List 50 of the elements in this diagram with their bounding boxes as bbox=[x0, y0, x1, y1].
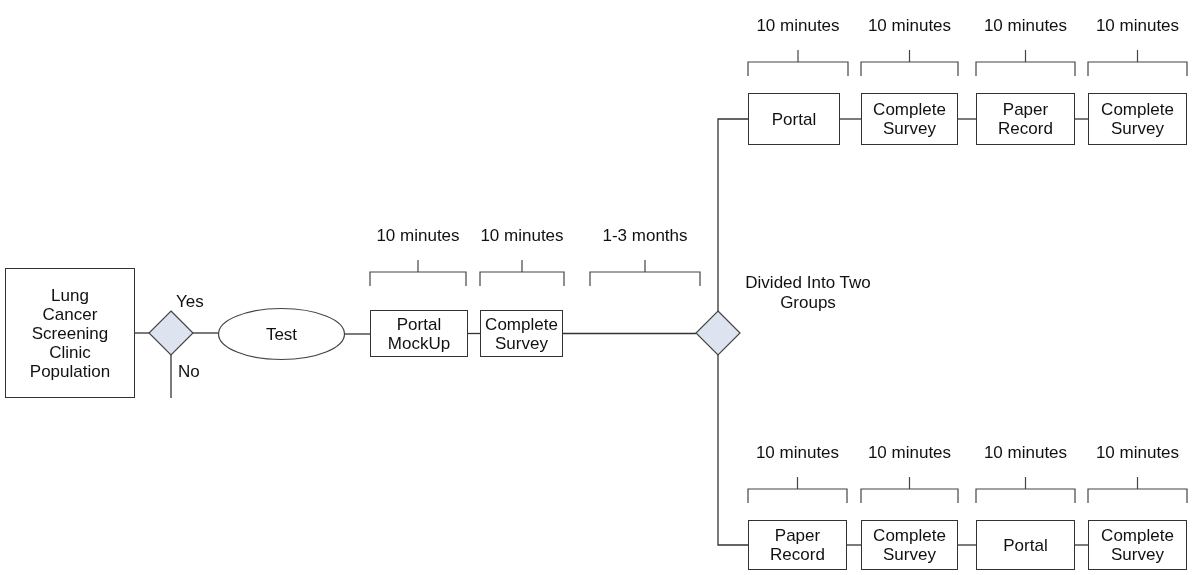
node-text: Portal MockUp bbox=[386, 314, 452, 353]
duration-label: 10 minutes bbox=[983, 443, 1068, 463]
node-text: Paper Record bbox=[769, 526, 826, 564]
connector-line bbox=[562, 332, 697, 335]
process-box bbox=[748, 93, 840, 145]
duration-label: 10 minutes bbox=[756, 16, 840, 36]
connector-line bbox=[192, 332, 219, 334]
node-text: Complete Survey bbox=[872, 526, 947, 564]
connector-line bbox=[170, 354, 172, 399]
connector-line bbox=[957, 544, 977, 546]
process-box bbox=[5, 268, 135, 398]
connector-line bbox=[344, 333, 371, 335]
connector-line bbox=[717, 354, 749, 546]
process-box bbox=[976, 520, 1075, 570]
duration-label: 10 minutes bbox=[376, 226, 460, 246]
duration-label: 10 minutes bbox=[1095, 443, 1180, 463]
duration-label: 10 minutes bbox=[867, 443, 952, 463]
duration-label: 10 minutes bbox=[1095, 16, 1180, 36]
node-text: Portal bbox=[770, 109, 818, 129]
process-box bbox=[1088, 93, 1187, 145]
process-box bbox=[861, 93, 958, 145]
node-text: Complete Survey bbox=[872, 100, 947, 138]
group-note: Divided Into Two Groups bbox=[744, 273, 872, 313]
connector-line bbox=[1074, 544, 1089, 546]
duration-label: 10 minutes bbox=[755, 443, 840, 463]
connector-line bbox=[134, 332, 150, 334]
process-box bbox=[748, 520, 847, 570]
start-ellipse bbox=[218, 308, 345, 360]
connector-line bbox=[957, 118, 977, 120]
duration-label: 10 minutes bbox=[480, 226, 564, 246]
process-box bbox=[1088, 520, 1187, 570]
node-text: Lung Cancer Screening Clinic Population bbox=[28, 285, 112, 381]
process-box bbox=[861, 520, 958, 570]
node-text: Portal bbox=[1002, 535, 1049, 555]
decision-diamond bbox=[149, 311, 193, 355]
connector-line bbox=[839, 118, 862, 120]
connector-line bbox=[1074, 118, 1089, 120]
node-text: Complete Survey bbox=[1100, 100, 1175, 138]
node-text: Test bbox=[264, 324, 299, 344]
decision-diamond bbox=[696, 311, 740, 355]
process-box bbox=[370, 310, 468, 357]
process-box bbox=[976, 93, 1075, 145]
node-text: Complete Survey bbox=[1100, 526, 1175, 564]
connector-line bbox=[846, 544, 862, 546]
duration-label: 1-3 months bbox=[602, 226, 688, 246]
connector-line bbox=[717, 118, 749, 312]
node-text: Paper Record bbox=[997, 100, 1054, 138]
duration-label: 10 minutes bbox=[867, 16, 952, 36]
duration-label: 10 minutes bbox=[983, 16, 1068, 36]
node-text: Complete Survey bbox=[484, 314, 559, 353]
